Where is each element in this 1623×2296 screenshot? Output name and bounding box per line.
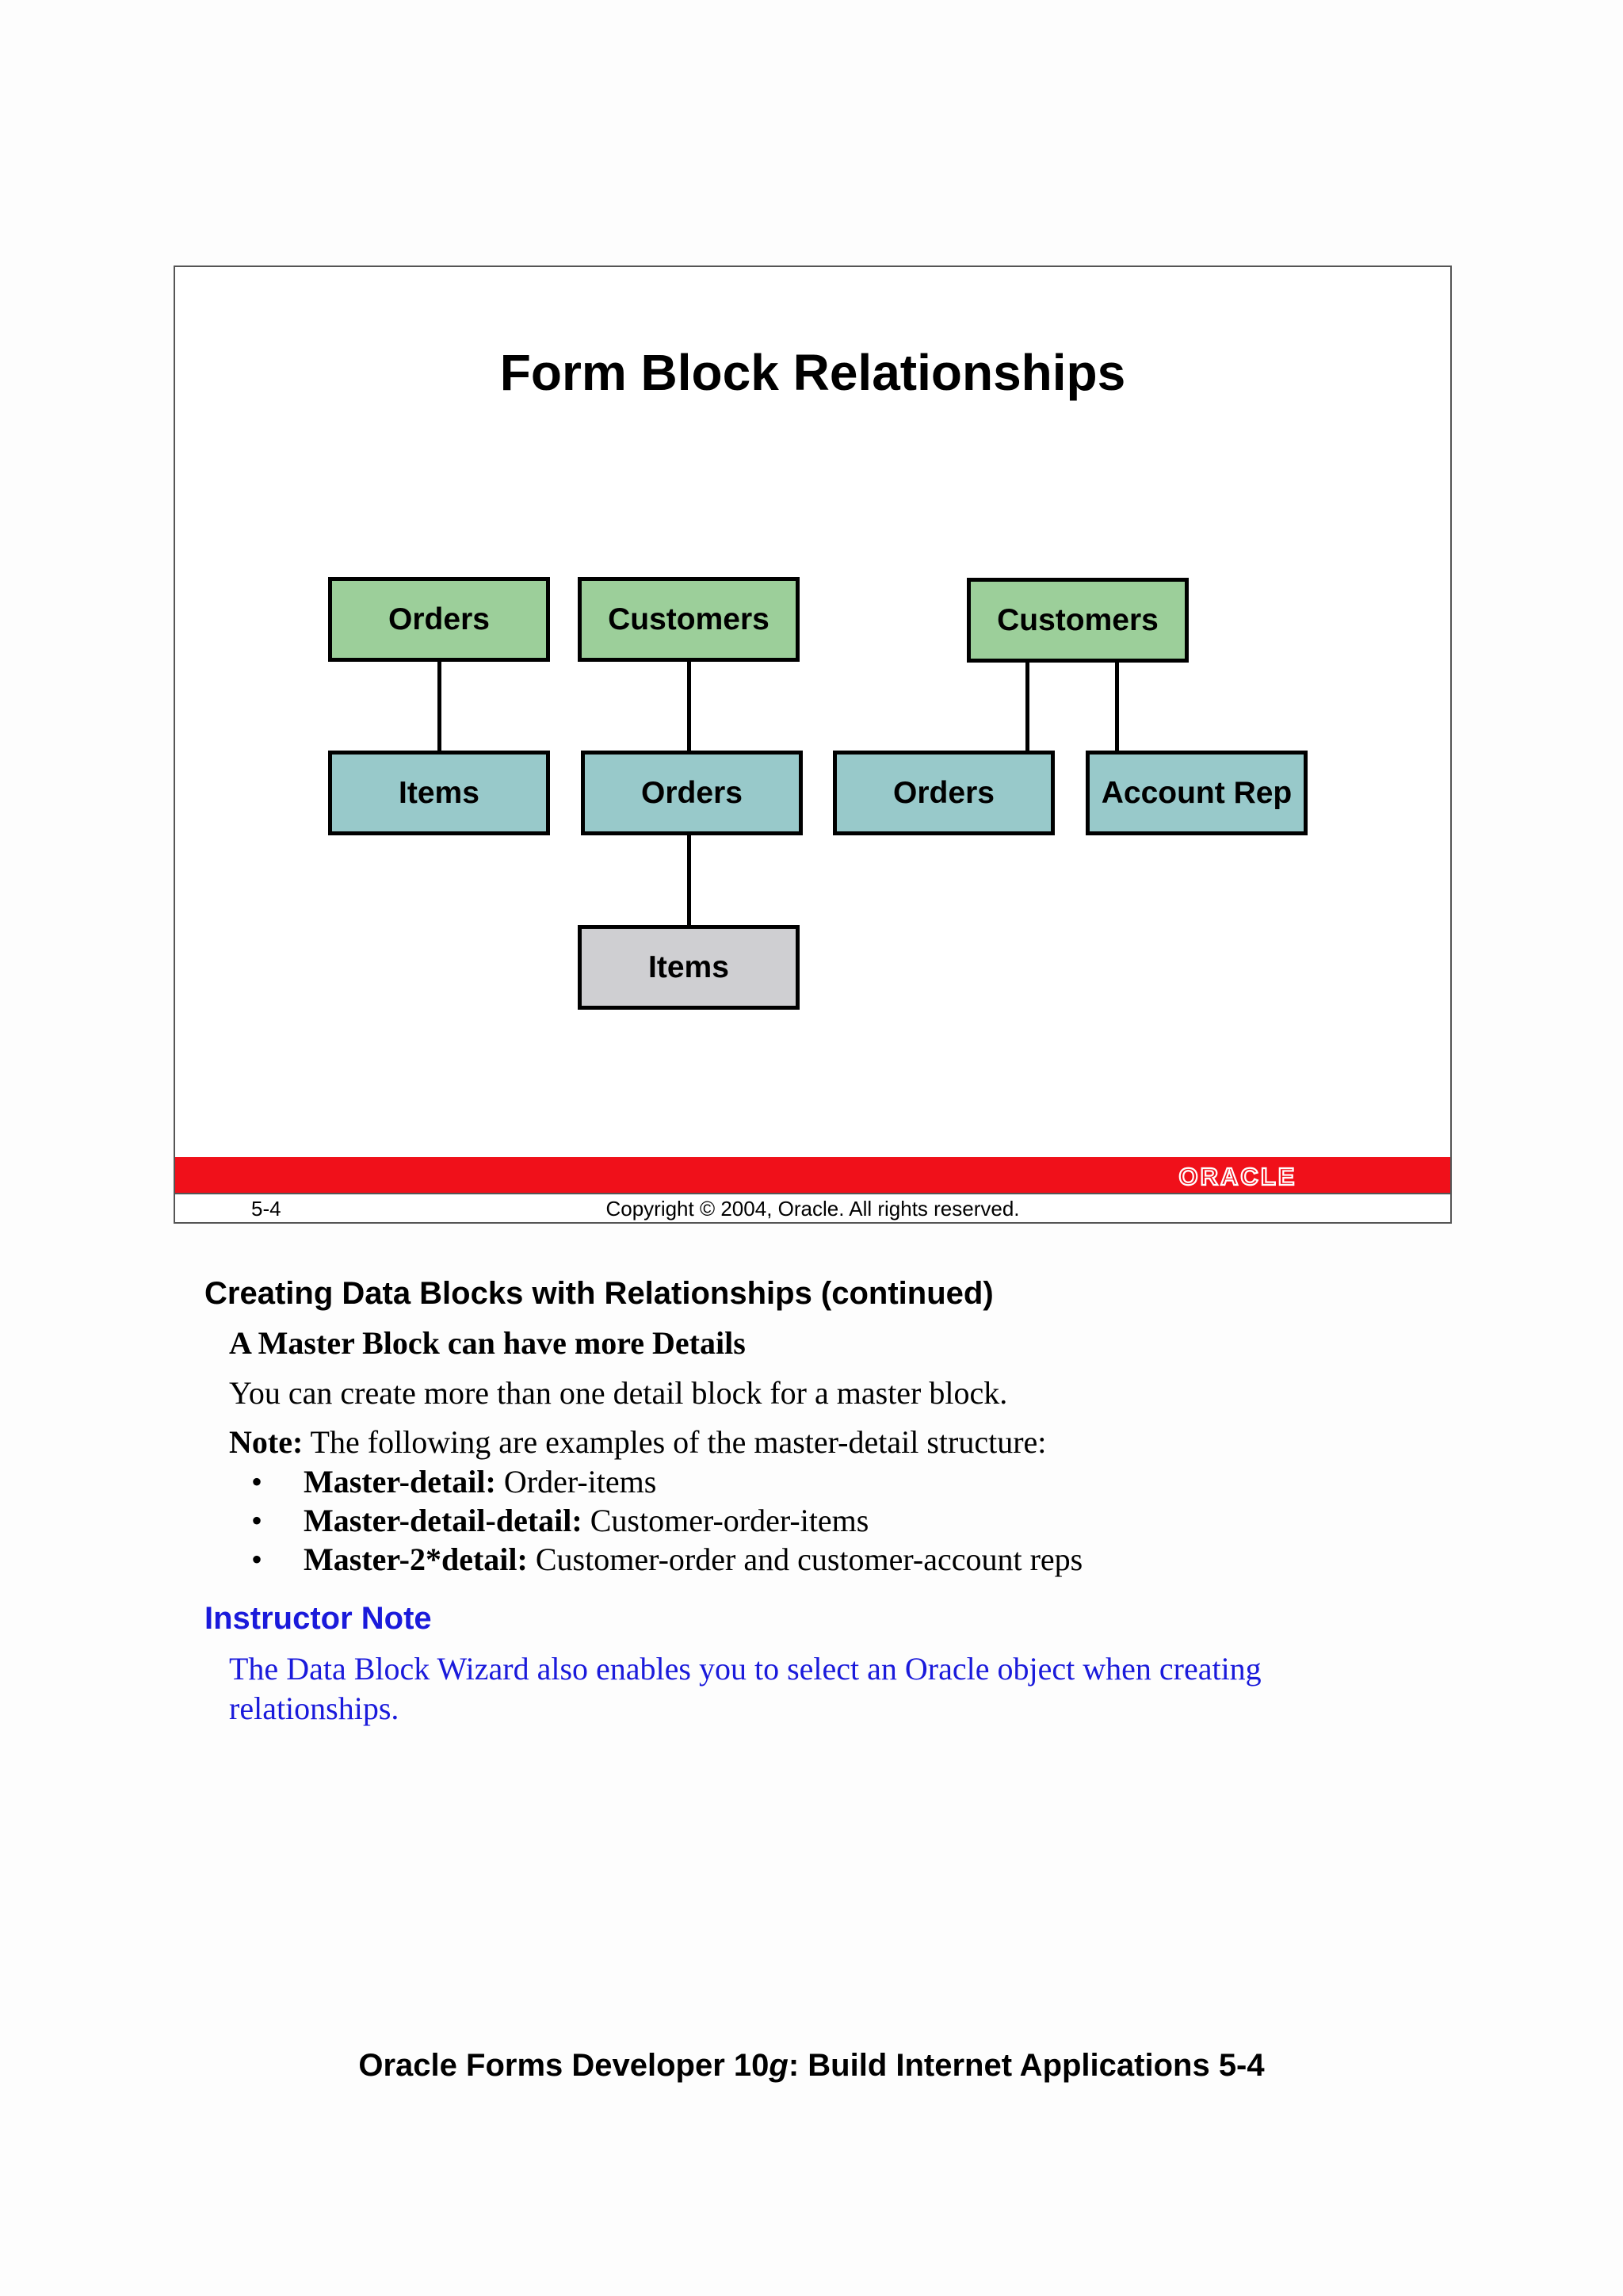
bullet-label: Master-2*detail: bbox=[304, 1541, 528, 1577]
slide-frame: Form Block Relationships Orders Items Cu… bbox=[174, 266, 1452, 1224]
bullet-label: Master-detail-detail: bbox=[304, 1503, 582, 1538]
block-customers-master-2: Customers bbox=[967, 578, 1189, 663]
connector-line bbox=[687, 835, 691, 925]
slide-title: Form Block Relationships bbox=[499, 344, 1126, 401]
block-orders-master: Orders bbox=[328, 577, 550, 662]
note-text: The following are examples of the master… bbox=[303, 1424, 1047, 1460]
connector-line bbox=[1025, 663, 1029, 751]
subheading: A Master Block can have more Details bbox=[229, 1325, 746, 1361]
svg-text:ORACLE: ORACLE bbox=[1179, 1163, 1297, 1189]
paragraph: You can create more than one detail bloc… bbox=[229, 1375, 1008, 1411]
list-item: • Master-detail-detail: Customer-order-it… bbox=[251, 1502, 869, 1539]
list-item: • Master-detail: Order-items bbox=[251, 1463, 656, 1500]
bullet-icon: • bbox=[251, 1503, 263, 1538]
note-label: Note: bbox=[229, 1424, 304, 1460]
connector-line bbox=[1115, 663, 1119, 751]
note-line: Note: The following are examples of the … bbox=[229, 1423, 1046, 1461]
list-item: • Master-2*detail: Customer-order and cus… bbox=[251, 1541, 1083, 1578]
copyright-text: Copyright © 2004, Oracle. All rights res… bbox=[605, 1197, 1020, 1221]
bullet-label: Master-detail: bbox=[304, 1464, 496, 1499]
connector-line bbox=[437, 662, 441, 751]
block-orders-detail: Orders bbox=[581, 751, 803, 835]
footer-prefix: Oracle Forms Developer 10 bbox=[358, 2048, 769, 2083]
bullet-text: Customer-order-items bbox=[582, 1503, 869, 1538]
instructor-note-heading: Instructor Note bbox=[204, 1601, 432, 1636]
footer-suffix: : Build Internet Applications 5-4 bbox=[788, 2048, 1265, 2083]
bullet-text: Order-items bbox=[495, 1464, 657, 1499]
bullet-icon: • bbox=[251, 1464, 263, 1499]
block-account-rep-detail: Account Rep bbox=[1086, 751, 1308, 835]
page-footer: Oracle Forms Developer 10g: Build Intern… bbox=[0, 2048, 1623, 2084]
bullet-text: Customer-order and customer-account reps bbox=[527, 1541, 1083, 1577]
brand-bar bbox=[175, 1157, 1450, 1194]
section-heading: Creating Data Blocks with Relationships … bbox=[204, 1276, 994, 1311]
slide-number: 5-4 bbox=[251, 1197, 281, 1221]
oracle-logo: ORACLE bbox=[1178, 1163, 1297, 1189]
block-items-subdetail: Items bbox=[578, 925, 800, 1010]
block-customers-master: Customers bbox=[578, 577, 800, 662]
bullet-icon: • bbox=[251, 1541, 263, 1577]
block-orders-detail-2: Orders bbox=[833, 751, 1055, 835]
connector-line bbox=[687, 662, 691, 751]
block-items-detail: Items bbox=[328, 751, 550, 835]
footer-italic: g bbox=[769, 2048, 789, 2083]
instructor-note-text: The Data Block Wizard also enables you t… bbox=[229, 1651, 1262, 1726]
